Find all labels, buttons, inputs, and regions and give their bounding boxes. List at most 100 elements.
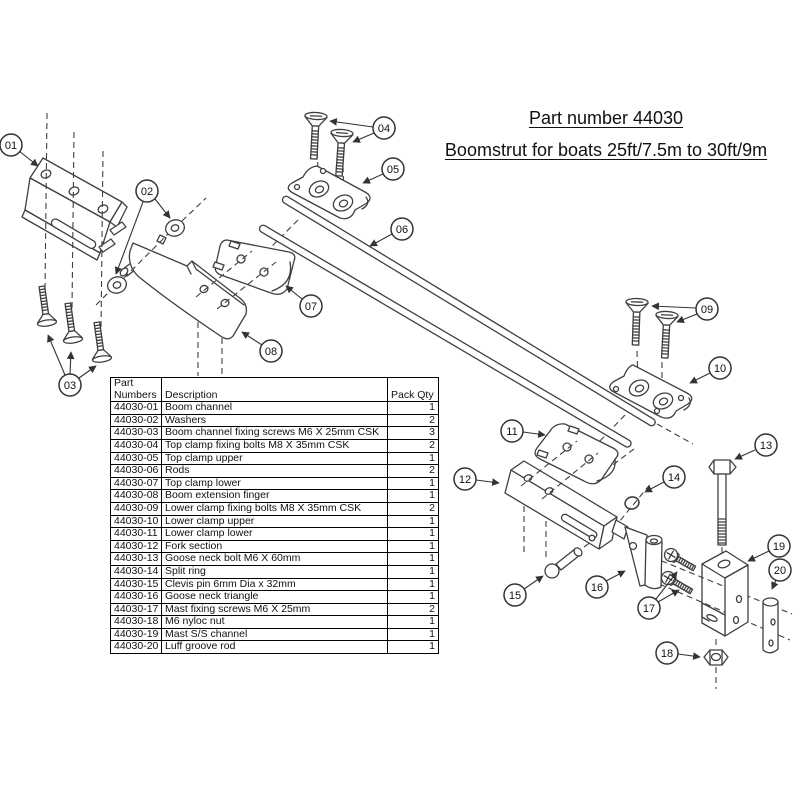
description-cell: Lower clamp upper — [161, 514, 388, 529]
qty-cell: 1 — [387, 590, 439, 604]
callout-number: 08 — [265, 346, 277, 358]
part-number-cell: 44030-17 — [110, 602, 162, 617]
split-ring-part — [624, 496, 640, 510]
callout-leader-arrow — [475, 478, 500, 486]
callout-circle — [708, 356, 732, 380]
callout-09: 09 — [651, 297, 719, 324]
luff-groove-rod-part — [762, 597, 779, 654]
callout-12: 12 — [453, 467, 500, 491]
callout-leader-arrow — [362, 173, 384, 184]
goose-neck-triangle-part — [624, 526, 663, 590]
callout-leader-arrow — [689, 372, 711, 384]
mast-channel-part — [701, 550, 749, 637]
callout-circle — [500, 419, 524, 443]
callout-number: 02 — [141, 186, 153, 198]
part-numbers-header: Part Numbers — [110, 376, 162, 403]
callout-circle — [381, 157, 405, 181]
callout-20: 20 — [768, 558, 792, 590]
callout-number: 07 — [305, 301, 317, 313]
part-number-cell: 44030-08 — [110, 489, 162, 503]
callout-leader-arrow — [676, 313, 698, 324]
description-cell: Top clamp fixing bolts M8 X 35mm CSK — [161, 438, 388, 453]
fork-section-part — [504, 460, 629, 550]
callout-14: 14 — [644, 465, 686, 493]
qty-cell: 1 — [387, 640, 439, 655]
part-number-title: Part number 44030 — [528, 108, 684, 128]
rod-b-part — [258, 224, 632, 448]
callout-number: 01 — [5, 140, 17, 152]
callout-leader-arrow — [657, 589, 680, 603]
callout-circle — [372, 116, 396, 140]
boom-fixing-screw-2 — [57, 301, 84, 345]
callout-circle — [768, 558, 792, 582]
lower-clamp-bolt-1 — [623, 297, 649, 347]
clevis-pin-part — [544, 547, 583, 579]
description-cell: Clevis pin 6mm Dia x 32mm — [161, 577, 388, 592]
part-number-cell: 44030-01 — [110, 401, 162, 415]
callout-number: 18 — [661, 648, 673, 660]
callout-leader-arrow — [47, 334, 66, 376]
qty-cell: 1 — [387, 401, 439, 415]
part-number-cell: 44030-14 — [110, 564, 162, 579]
pack-qty-header: Pack Qty — [387, 376, 439, 403]
callout-leader-arrow — [771, 579, 779, 590]
qty-cell: 3 — [387, 426, 439, 440]
description-cell: Goose neck bolt M6 X 60mm — [161, 552, 388, 566]
callout-circle — [299, 294, 323, 318]
description-cell: Luff groove rod — [161, 640, 388, 655]
construction-lines-over — [44, 112, 599, 500]
callout-number: 05 — [387, 164, 399, 176]
callout-circle — [0, 133, 23, 157]
qty-cell: 1 — [387, 527, 439, 541]
lower-clamp-upper-part — [609, 364, 693, 419]
callout-number: 13 — [760, 440, 772, 452]
callout-number: 06 — [396, 224, 408, 236]
callout-16: 16 — [585, 570, 626, 599]
callout-number: 17 — [643, 603, 655, 615]
product-description-title: Boomstrut for boats 25ft/7.5m to 30ft/9m — [444, 140, 768, 160]
callout-leader-arrow — [352, 132, 375, 143]
callout-leader-arrow — [329, 118, 374, 128]
part-number-cell: 44030-12 — [110, 539, 162, 554]
callout-05: 05 — [362, 157, 405, 184]
lower-clamp-lower-part — [534, 423, 619, 485]
description-cell: Boom extension finger — [161, 489, 388, 503]
callout-number: 14 — [668, 472, 680, 484]
callout-number: 15 — [509, 590, 521, 602]
callout-leader-arrow — [18, 150, 39, 167]
qty-cell: 2 — [387, 602, 439, 617]
top-clamp-bolt-2 — [327, 128, 354, 178]
qty-cell: 1 — [387, 514, 439, 529]
boom-fixing-screw-1 — [31, 284, 58, 328]
callout-circle — [695, 297, 719, 321]
qty-cell: 1 — [387, 489, 439, 503]
callout-leader-arrow — [651, 302, 697, 311]
callout-leader-arrow — [285, 285, 303, 300]
callout-number: 11 — [506, 426, 517, 438]
callout-leader-arrow — [241, 331, 263, 346]
callout-number: 19 — [773, 541, 785, 553]
callout-circle — [655, 641, 679, 665]
part-number-cell: 44030-02 — [110, 413, 162, 428]
callout-circle — [58, 373, 82, 397]
qty-cell: 1 — [387, 615, 439, 629]
description-cell: Boom channel fixing screws M6 X 25mm CSK — [161, 426, 388, 440]
description-cell: Lower clamp fixing bolts M8 X 35mm CSK — [161, 501, 388, 516]
part-number-cell: 44030-18 — [110, 615, 162, 629]
top-clamp-lower-part — [212, 239, 296, 295]
callout-10: 10 — [689, 356, 732, 384]
mast-fixing-screw-1 — [661, 545, 699, 575]
nyloc-nut-part — [703, 649, 729, 666]
